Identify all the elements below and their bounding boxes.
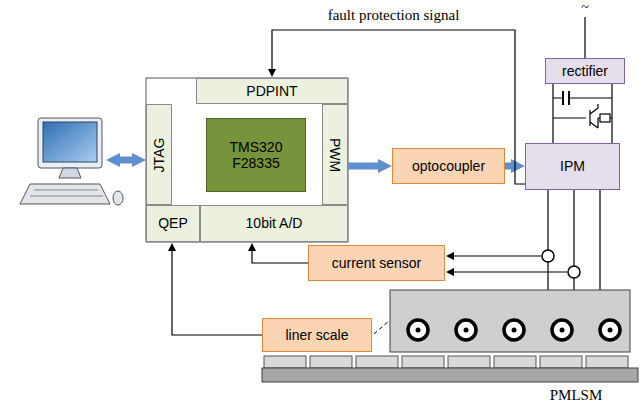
node-label: liner scale: [285, 327, 348, 343]
dc-link-circuit: [563, 91, 569, 105]
power-module-box: IPM: [525, 143, 620, 190]
debug-port-box: JTAG: [146, 104, 172, 205]
permanent-magnet: [586, 356, 628, 368]
motor-coil: [464, 328, 469, 333]
permanent-magnet: [448, 356, 490, 368]
permanent-magnet: [310, 356, 352, 368]
node-label: 10bit A/D: [246, 215, 303, 231]
motor-coil: [512, 328, 517, 333]
interrupt-pin-box: PDPINT: [196, 78, 348, 104]
ac-input-symbol: ~: [579, 0, 591, 15]
node-label: rectifier: [562, 63, 608, 79]
current-sensing-points: [454, 256, 541, 257]
motor-coil: [552, 320, 572, 340]
current-sensing-points: [454, 250, 580, 278]
current-sensing-points: [568, 266, 580, 278]
motor-mover: [390, 290, 630, 352]
permanent-magnet: [264, 356, 628, 368]
signal-arrow: [348, 163, 378, 170]
signal-line: [252, 251, 308, 263]
node-label: IPM: [560, 158, 585, 174]
signal-label: fault protection signal: [326, 7, 462, 24]
isolation-box: optocoupler: [392, 148, 505, 184]
computer-icon: [113, 191, 123, 205]
permanent-magnet: [540, 356, 582, 368]
motor-name: PMLSM: [548, 387, 605, 404]
dc-link-circuit: [553, 97, 612, 98]
node-label: TMS320 F28335: [211, 139, 301, 171]
permanent-magnet: [356, 356, 398, 368]
node-label: JTAG: [151, 137, 167, 172]
computer-icon: [20, 184, 110, 204]
motor-coil: [456, 320, 476, 340]
pwm-port-box: PWM: [322, 104, 348, 205]
motor-coil: [600, 320, 620, 340]
current-sensing-points: [542, 250, 554, 262]
permanent-magnet: [402, 356, 444, 368]
dsp-board-outline: [146, 78, 348, 242]
sensor-box: current sensor: [308, 245, 445, 281]
motor-mover: [390, 290, 630, 352]
motor-coil: [504, 320, 524, 340]
phase-wires: [599, 190, 600, 290]
phase-wires: [547, 190, 548, 290]
dc-link-circuit: [600, 114, 610, 122]
dc-link-circuit: [611, 84, 612, 143]
node-label: PWM: [327, 137, 343, 171]
dc-link-circuit: [553, 104, 600, 128]
phase-wires: [548, 190, 600, 290]
node-label: PDPINT: [246, 83, 297, 99]
current-sensing-points: [454, 272, 567, 273]
signal-line: [552, 84, 553, 143]
motor-coil: [408, 320, 428, 340]
node-label: QEP: [158, 215, 188, 231]
permanent-magnet: [494, 356, 536, 368]
computer-icon: [59, 168, 81, 178]
permanent-magnet: [264, 356, 306, 368]
rectifier-box: rectifier: [545, 58, 625, 84]
motor-stator: [262, 356, 638, 382]
motor-coil: [408, 320, 620, 340]
signal-arrow: [505, 163, 511, 170]
dc-link-circuit: [610, 117, 612, 118]
scale-box: liner scale: [262, 318, 372, 352]
computer-icon: [43, 122, 97, 162]
signal-line: [172, 251, 262, 335]
computer-icon: [38, 118, 102, 168]
computer-icon: [20, 118, 123, 205]
computer-icon: [30, 190, 103, 196]
encoder-port-box: QEP: [146, 205, 200, 242]
dsp-chip-box: TMS320 F28335: [206, 118, 306, 192]
motor-coil: [608, 328, 613, 333]
motor-coil: [560, 328, 565, 333]
adc-port-box: 10bit A/D: [200, 205, 348, 242]
node-label: current sensor: [332, 255, 421, 271]
dc-link-circuit: [584, 17, 585, 58]
motor-stator: [262, 368, 638, 382]
node-label: optocoupler: [412, 158, 485, 174]
signal-line: [272, 30, 525, 184]
motor-coil: [416, 328, 421, 333]
scale-leader-line: [374, 320, 390, 334]
jtag-link-arrow: [120, 157, 132, 164]
